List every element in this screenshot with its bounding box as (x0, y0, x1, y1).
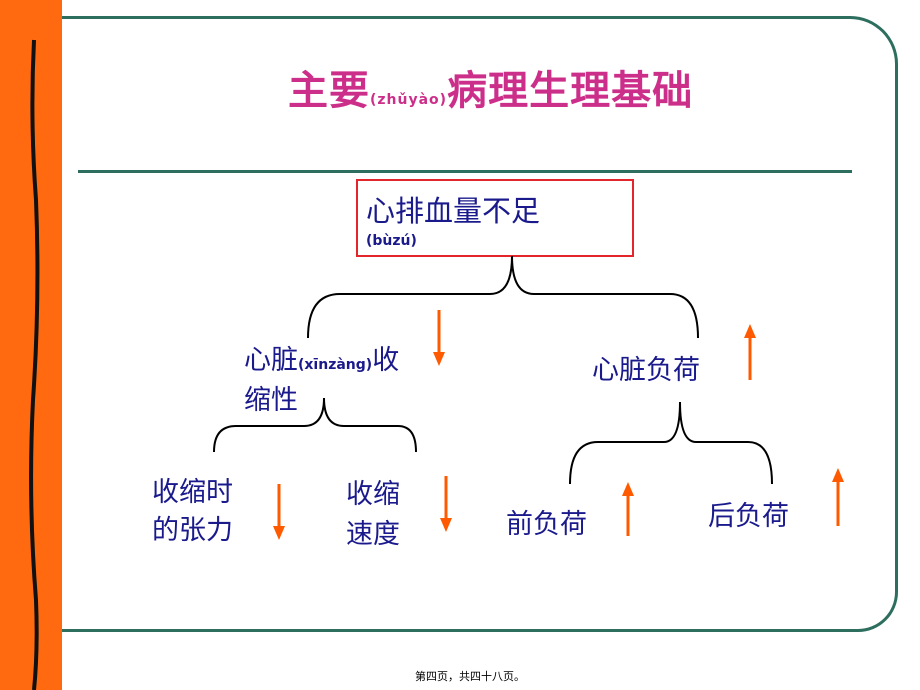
leaf-speed-line2: 速度 (346, 519, 400, 550)
left-node-a: 心脏 (244, 345, 298, 376)
left-node-pinyin: (xīnzàng) (298, 357, 373, 373)
arrow-up-icon (744, 324, 756, 380)
top-node-pinyin: (bùzú) (366, 233, 417, 249)
leaf-preload: 前负荷 (506, 509, 587, 540)
title-divider (78, 170, 852, 173)
page-footer: 第四页，共四十八页。 (415, 670, 525, 683)
leaf-tension-line2: 的张力 (152, 515, 233, 546)
arrow-up-icon (832, 468, 844, 526)
leaf-speed-line1: 收缩 (346, 479, 400, 510)
top-node-label: 心排血量不足 (366, 194, 541, 228)
title-main-a: 主要 (288, 68, 370, 114)
slide-frame (62, 16, 898, 632)
left-node-line1: 心脏(xīnzàng)收 (244, 338, 399, 377)
arrow-down-icon (433, 310, 445, 366)
arrow-down-icon (273, 484, 285, 540)
left-node-line2: 缩性 (244, 385, 298, 416)
top-node-box (356, 179, 634, 257)
title-main-b: 病理生理基础 (447, 68, 694, 114)
arrow-down-icon (440, 476, 452, 532)
right-node-label: 心脏负荷 (592, 355, 700, 386)
sidebar-strip (0, 0, 62, 690)
slide-title: 主要(zhǔyào)病理生理基础 (288, 58, 693, 116)
leaf-afterload: 后负荷 (708, 501, 789, 532)
brace-top (307, 255, 699, 339)
sidebar-decoration (29, 39, 40, 690)
left-node-b: 收 (372, 345, 400, 376)
brace-right (569, 401, 773, 485)
brace-left (213, 397, 417, 453)
title-pinyin: (zhǔyào) (370, 92, 448, 108)
arrow-up-icon (622, 482, 634, 536)
leaf-tension-line1: 收缩时 (152, 477, 233, 508)
